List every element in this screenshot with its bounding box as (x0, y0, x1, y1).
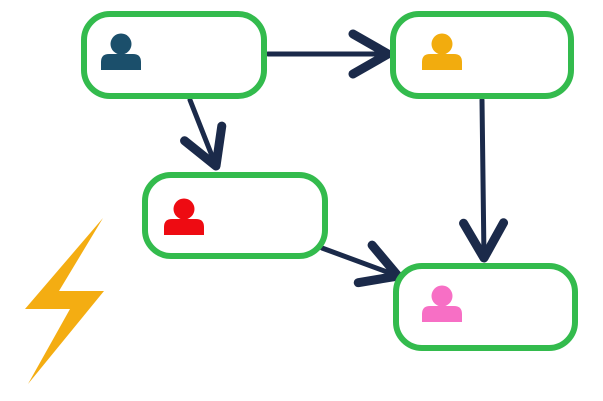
node-b (390, 11, 574, 99)
person-icon (422, 285, 462, 322)
edge-node-b-to-node-d (459, 97, 509, 263)
edge-node-c-to-node-d (319, 240, 403, 288)
person-icon (164, 198, 204, 235)
lightning-bolt-icon (25, 218, 104, 384)
node-c (142, 172, 328, 259)
node-a (81, 11, 267, 99)
person-icon (101, 33, 141, 70)
person-icon (422, 33, 462, 70)
edge-node-a-to-node-c (180, 97, 227, 171)
node-d (393, 263, 578, 351)
edges-layer (180, 29, 509, 288)
